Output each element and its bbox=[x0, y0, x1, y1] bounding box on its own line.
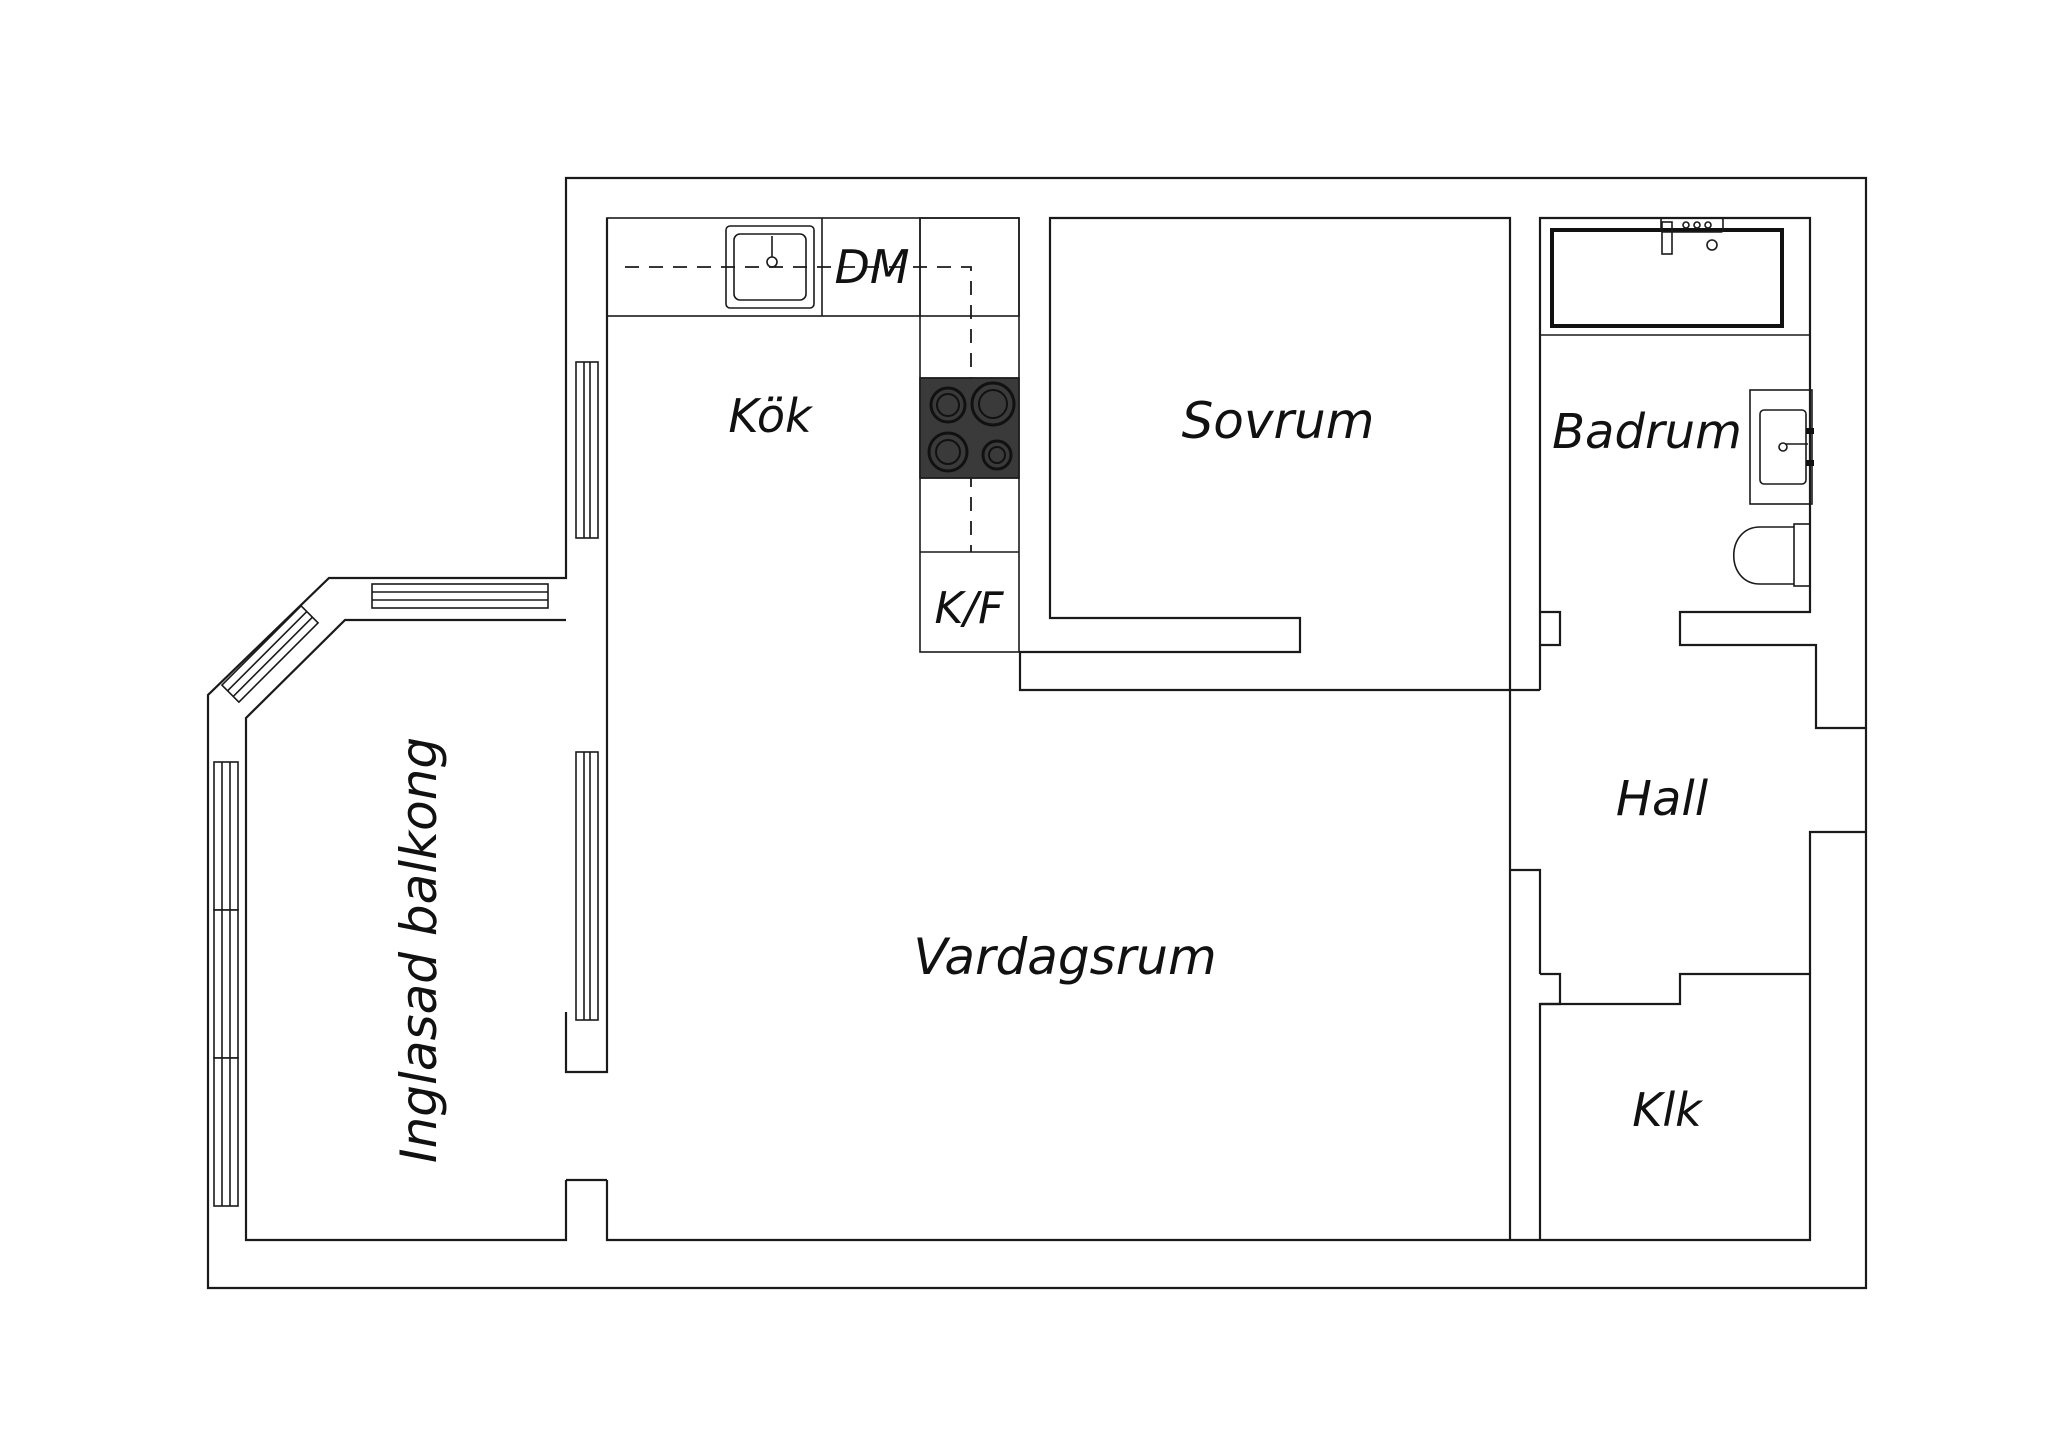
kitchen: Kök DM K/F bbox=[564, 217, 1020, 1074]
room-label-sovrum: Sovrum bbox=[1182, 392, 1375, 450]
kitchen-counter-top bbox=[606, 217, 1020, 317]
living-window-left bbox=[575, 751, 599, 1021]
outer-walls bbox=[206, 176, 1868, 1290]
washbasin-icon bbox=[1749, 389, 1814, 505]
glazed-balcony: Inglasad balkong bbox=[213, 583, 549, 1207]
balcony-window-top bbox=[371, 583, 549, 609]
room-label-klk: Klk bbox=[1632, 1083, 1704, 1137]
kitchen-window-upper bbox=[575, 361, 599, 539]
balcony-window-left bbox=[213, 761, 239, 1207]
bedroom: Sovrum bbox=[1018, 216, 1512, 692]
hall: Hall Klk bbox=[1508, 690, 1866, 1242]
room-label-hall: Hall bbox=[1616, 771, 1709, 827]
stove-icon bbox=[919, 377, 1020, 479]
room-label-kok: Kök bbox=[728, 389, 814, 443]
bathtub-icon bbox=[1550, 217, 1784, 328]
room-label-badrum: Badrum bbox=[1552, 404, 1742, 460]
living-room: Vardagsrum bbox=[244, 618, 1510, 1242]
room-label-balkong: Inglasad balkong bbox=[390, 737, 448, 1163]
fixture-label-dishwasher: DM bbox=[834, 240, 909, 294]
room-label-vardagsrum: Vardagsrum bbox=[913, 928, 1216, 986]
kitchen-sink-icon bbox=[725, 225, 815, 309]
bathroom: Badrum bbox=[1510, 216, 1866, 730]
fixture-label-fridge-freezer: K/F bbox=[935, 583, 1005, 634]
balcony-window-diagonal bbox=[220, 604, 320, 704]
toilet-icon bbox=[1732, 523, 1811, 587]
